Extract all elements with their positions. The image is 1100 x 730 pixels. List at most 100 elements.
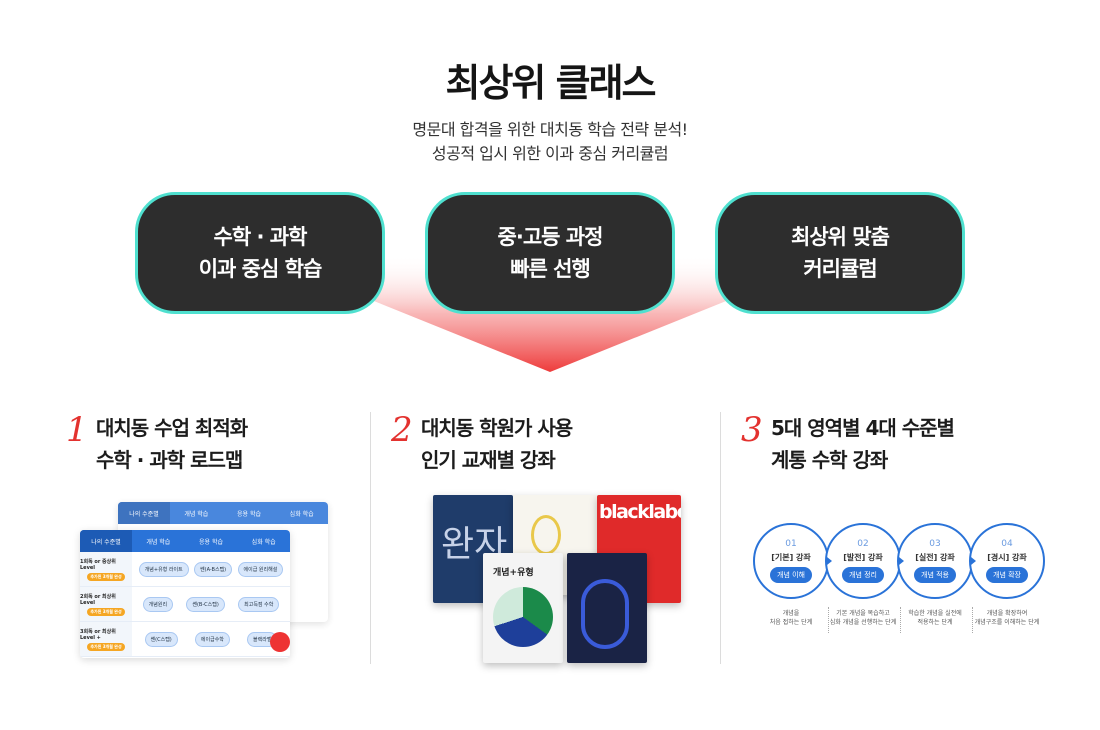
- feature-number: 1: [66, 410, 88, 450]
- step-desc-line: 개념구조를 이해하는 단계: [974, 619, 1040, 626]
- step-description: 개념을 처음 접하는 단계: [753, 609, 829, 627]
- step-separator: [900, 607, 901, 633]
- arrow-right-icon: [899, 557, 904, 565]
- step-badge: 개념 정리: [842, 567, 884, 583]
- roadmap-header-cell: 응용 학습: [199, 538, 223, 546]
- feature-heading: 대치동 학원가 사용 인기 교재별 강좌: [421, 412, 573, 476]
- textbook-cover-dark: [567, 553, 647, 663]
- pill-line: 최상위 맞춤: [791, 225, 890, 249]
- subtitle-line-1: 명문대 합격을 위한 대치동 학습 전략 분석!: [412, 120, 688, 139]
- feature-heading-line: 대치동 학원가 사용: [421, 416, 573, 440]
- roadmap-row: 2회독 or 최상위 Level 추가된 3개월 완성 개념원리 쎈(B-C스텝…: [80, 587, 290, 622]
- step-desc-line: 개념을 확장하여: [986, 610, 1028, 617]
- roadmap-cells: 개념원리 쎈(B-C스텝) 최고득점 수학: [132, 587, 290, 621]
- step-number: 04: [1001, 539, 1013, 549]
- roadmap-level: 1회독 or 중상위 Level: [80, 558, 116, 571]
- feature-heading-line: 인기 교재별 강좌: [421, 448, 556, 472]
- roadmap-tag: 추가된 3개월 완성: [87, 572, 125, 581]
- book-title: blacklabel: [599, 501, 681, 523]
- page-subtitle: 명문대 합격을 위한 대치동 학습 전략 분석! 성공적 입시 위한 이과 중심…: [0, 118, 1100, 166]
- funnel-graphic: [260, 255, 840, 372]
- pill-line: 수학 · 과학: [213, 225, 308, 249]
- step-desc-line: 개념을: [782, 610, 800, 617]
- roadmap-row-label: 2회독 or 최상위 Level 추가된 3개월 완성: [80, 587, 132, 621]
- book-title: 개념+유형: [493, 568, 534, 578]
- feature-column-steps: 3 5대 영역별 4대 수준별 계통 수학 강좌 01 [기본] 강좌 개념 이…: [735, 410, 1065, 665]
- roadmap-row-label: 3회독 or 최상위 Level + 추가된 3개월 완성: [80, 622, 132, 656]
- roadmap-header-cell: 심화 학습: [289, 510, 314, 518]
- arrow-right-icon: [971, 557, 976, 565]
- column-divider: [370, 412, 371, 664]
- roadmap-header-cell: 나의 수준별: [80, 530, 132, 552]
- feature-heading-line: 계통 수학 강좌: [771, 448, 888, 472]
- highlight-badge-icon: [270, 632, 290, 652]
- roadmap-cells: 쎈(C스텝) 에이급수학 블랙라벨: [132, 622, 290, 656]
- roadmap-chip: 쎈(B-C스텝): [186, 596, 225, 612]
- feature-pill-advanced-course: 중·고등 과정 빠른 선행: [425, 192, 675, 314]
- step-description: 개념을 확장하여 개념구조를 이해하는 단계: [969, 609, 1045, 627]
- step-desc-line: 심화 개념을 선행하는 단계: [829, 619, 897, 626]
- step-number: 01: [785, 539, 797, 549]
- roadmap-chip: 에이급 원리해설: [237, 561, 284, 577]
- roadmap-row: 1회독 or 중상위 Level 추가된 3개월 완성 개념+유형 라이트 쎈(…: [80, 552, 290, 587]
- roadmap-chip: 쎈(C스텝): [144, 631, 178, 647]
- roadmap-header-cell: 응용 학습: [237, 510, 261, 518]
- book-art-icon: [493, 587, 553, 647]
- column-divider: [720, 412, 721, 664]
- roadmap-chip: 개념원리: [142, 596, 174, 612]
- step-badge: 개념 이해: [770, 567, 812, 583]
- subtitle-line-2: 성공적 입시 위한 이과 중심 커리큘럼: [431, 144, 669, 163]
- feature-heading-line: 대치동 수업 최적화: [96, 416, 248, 440]
- step-number: 03: [929, 539, 941, 549]
- roadmap-table: 나의 수준별 개념 학습 응용 학습 심화 학습 1회독 or 중상위 Leve…: [80, 530, 290, 658]
- roadmap-tag: 추가된 3개월 완성: [87, 642, 125, 651]
- step-number: 02: [857, 539, 869, 549]
- roadmap-chip: 에이급수학: [194, 631, 230, 647]
- pill-line: 이과 중심 학습: [198, 257, 323, 281]
- step-desc-line: 기본 개념을 복습하고: [836, 610, 890, 617]
- feature-pill-math-science: 수학 · 과학 이과 중심 학습: [135, 192, 385, 314]
- roadmap-table-header: 나의 수준별 개념 학습 응용 학습 심화 학습: [80, 530, 290, 552]
- step-circle: 02 [발전] 강좌 개념 정리: [825, 523, 901, 599]
- step-title: [발전] 강좌: [843, 553, 883, 562]
- roadmap-header-cell: 심화 학습: [251, 538, 276, 546]
- feature-number: 2: [391, 410, 413, 450]
- feature-heading: 5대 영역별 4대 수준별 계통 수학 강좌: [771, 412, 955, 476]
- step-desc-line: 학습한 개념을 실전에: [908, 610, 962, 617]
- step-badge: 개념 확장: [986, 567, 1028, 583]
- book-art-icon: [531, 515, 561, 555]
- roadmap-chip: 최고득점 수학: [238, 596, 280, 612]
- step-separator: [972, 607, 973, 633]
- roadmap-row: 3회독 or 최상위 Level + 추가된 3개월 완성 쎈(C스텝) 에이급…: [80, 622, 290, 657]
- roadmap-header-cell: 나의 수준별: [118, 502, 170, 524]
- feature-heading: 대치동 수업 최적화 수학 · 과학 로드맵: [96, 412, 248, 476]
- book-art-icon: [581, 579, 629, 649]
- step-circle: 03 [실전] 강좌 개념 적용: [897, 523, 973, 599]
- roadmap-header-cell: 개념 학습: [184, 510, 209, 518]
- roadmap-chip: 개념+유형 라이트: [138, 561, 189, 577]
- feature-number: 3: [741, 410, 763, 450]
- roadmap-header-cell: 개념 학습: [146, 538, 171, 546]
- feature-column-textbooks: 2 대치동 학원가 사용 인기 교재별 강좌 완자 blacklabel 개념+…: [385, 410, 715, 665]
- level-steps: 01 [기본] 강좌 개념 이해 02 [발전] 강좌 개념 정리 03 [실전…: [753, 523, 1053, 633]
- page-title: 최상위 클래스: [445, 61, 657, 105]
- step-circle: 01 [기본] 강좌 개념 이해: [753, 523, 829, 599]
- pill-line: 빠른 선행: [510, 257, 591, 281]
- roadmap-level: 2회독 or 최상위 Level: [80, 593, 116, 606]
- step-title: [경시] 강좌: [987, 553, 1027, 562]
- feature-pill-curriculum: 최상위 맞춤 커리큘럼: [715, 192, 965, 314]
- step-description: 학습한 개념을 실전에 적용하는 단계: [897, 609, 973, 627]
- pill-line: 중·고등 과정: [497, 225, 604, 249]
- step-title: [실전] 강좌: [915, 553, 955, 562]
- step-description: 기본 개념을 복습하고 심화 개념을 선행하는 단계: [825, 609, 901, 627]
- step-badge: 개념 적용: [914, 567, 956, 583]
- roadmap-chip: 쎈(A-B스텝): [194, 561, 233, 577]
- step-title: [기본] 강좌: [771, 553, 811, 562]
- step-desc-line: 처음 접하는 단계: [769, 619, 813, 626]
- roadmap-row-label: 1회독 or 중상위 Level 추가된 3개월 완성: [80, 552, 132, 586]
- feature-column-roadmap: 1 대치동 수업 최적화 수학 · 과학 로드맵 나의 수준별 개념 학습 응용…: [60, 410, 390, 665]
- roadmap-level: 3회독 or 최상위 Level +: [80, 628, 116, 641]
- roadmap-table-header: 나의 수준별 개념 학습 응용 학습 심화 학습: [118, 502, 328, 524]
- roadmap-cells: 개념+유형 라이트 쎈(A-B스텝) 에이급 원리해설: [132, 552, 290, 586]
- feature-heading-line: 5대 영역별 4대 수준별: [771, 416, 955, 440]
